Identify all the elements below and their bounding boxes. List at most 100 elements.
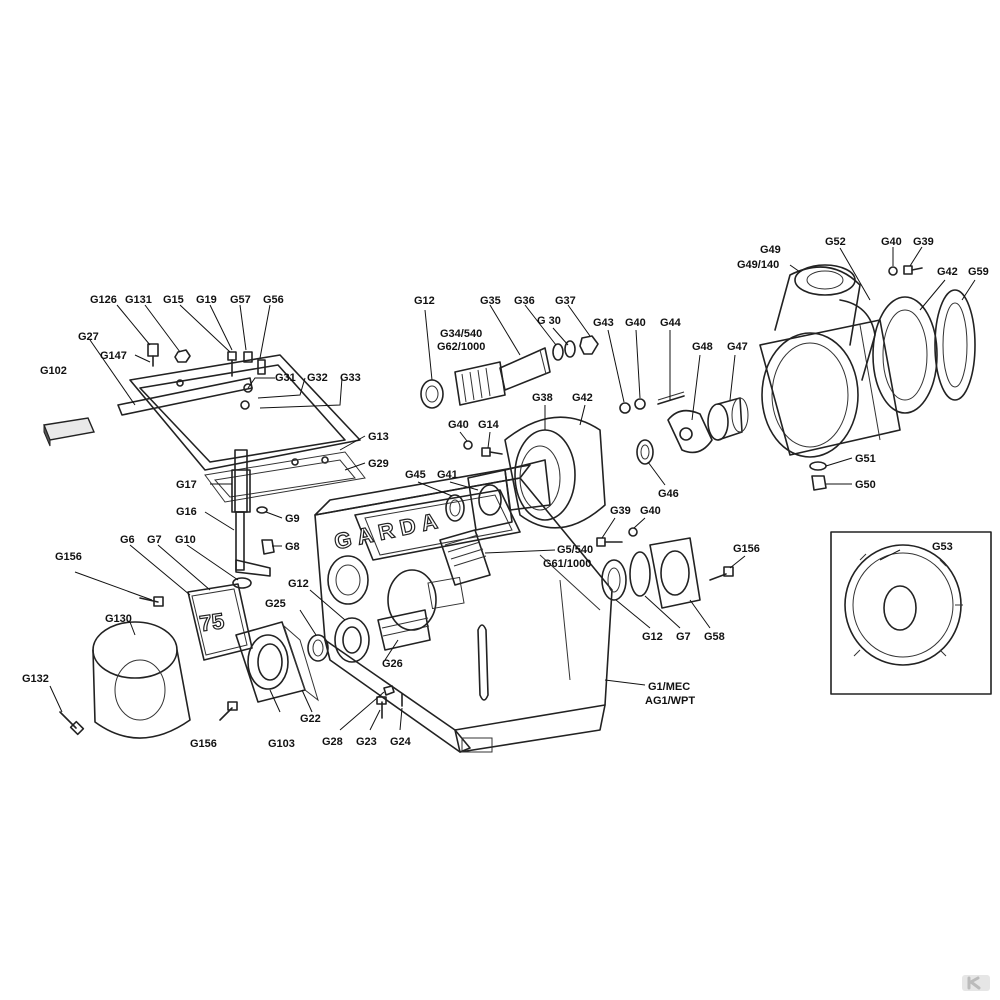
part-g17-shaft <box>231 449 271 577</box>
part-g40-washer-mid <box>634 398 646 410</box>
label-g42-mid: G42 <box>572 392 593 404</box>
label-g6: G6 <box>120 534 135 546</box>
part-g59-end-cover <box>934 289 976 401</box>
label-g39-top: G39 <box>913 236 934 248</box>
part-g8-pin <box>261 539 275 555</box>
part-g35-pinion-shaft <box>454 347 551 406</box>
part-g131-nut <box>174 349 191 363</box>
label-g57: G57 <box>230 294 251 306</box>
part-g12-bearing-right <box>601 559 627 601</box>
label-g38: G38 <box>532 392 553 404</box>
label-g132: G132 <box>22 673 49 685</box>
part-g12-bearing-top <box>420 379 444 409</box>
label-g30: G 30 <box>537 315 561 327</box>
part-g102-block <box>43 417 95 447</box>
label-g51: G51 <box>855 453 876 465</box>
label-g49: G49 <box>760 244 781 256</box>
part-g47-coupling <box>707 397 749 441</box>
part-g50-plug <box>811 475 827 491</box>
label-g50: G50 <box>855 479 876 491</box>
part-g6-cover-plate: 75 <box>187 583 253 661</box>
part-g27-lever <box>117 377 253 416</box>
label-g147: G147 <box>100 350 127 362</box>
label-g44: G44 <box>660 317 682 329</box>
label-g33: G33 <box>340 372 361 384</box>
part-g126-bolt <box>147 343 159 367</box>
label-g23: G23 <box>356 736 377 748</box>
label-g8: G8 <box>285 541 300 553</box>
label-g40-mid: G40 <box>625 317 646 329</box>
label-g59: G59 <box>968 266 989 278</box>
label-g12-left: G12 <box>288 578 309 590</box>
label-g39-right: G39 <box>610 505 631 517</box>
label-g42-right: G42 <box>937 266 958 278</box>
label-g45: G45 <box>405 469 426 481</box>
label-g12-top: G12 <box>414 295 435 307</box>
part-g132-screw <box>59 711 85 736</box>
label-g26: G26 <box>382 658 403 670</box>
label-g47: G47 <box>727 341 748 353</box>
part-g103-flange <box>235 621 319 703</box>
label-g10: G10 <box>175 534 196 546</box>
part-g25-seal <box>307 634 329 662</box>
part-g52-lobe <box>839 299 876 381</box>
label-g28: G28 <box>322 736 343 748</box>
label-g40-right: G40 <box>640 505 661 517</box>
label-g5-540: G5/540 <box>557 544 593 556</box>
part-g156-screw-left <box>139 596 164 607</box>
label-g34-540: G34/540 <box>440 328 482 340</box>
label-g9: G9 <box>285 513 300 525</box>
label-g37: G37 <box>555 295 576 307</box>
label-g36: G36 <box>514 295 535 307</box>
label-g62-1000: G62/1000 <box>437 341 485 353</box>
part-g29-gasket <box>204 451 366 503</box>
label-g24: G24 <box>390 736 412 748</box>
label-g126: G126 <box>90 294 117 306</box>
label-g15: G15 <box>163 294 184 306</box>
label-g58: G58 <box>704 631 725 643</box>
inset-box-g53 <box>830 531 992 695</box>
part-g40-washer-right <box>628 527 638 537</box>
label-g40-top: G40 <box>881 236 902 248</box>
part-g40-g14-fasteners <box>463 440 503 457</box>
label-g29: G29 <box>368 458 389 470</box>
label-g130: G130 <box>105 613 132 625</box>
part-labels: G126 G131 G15 G19 G57 G56 G27 G147 G102 … <box>22 236 989 750</box>
part-g42-cover-right <box>872 296 938 414</box>
part-g26-splined-shaft <box>377 609 431 651</box>
label-g53: G53 <box>932 541 953 553</box>
part-g156-screw-right <box>709 566 734 581</box>
part-g7-ring-right <box>629 551 651 597</box>
label-g14: G14 <box>478 419 500 431</box>
part-g39-screw <box>596 537 623 547</box>
label-g13: G13 <box>368 431 389 443</box>
part-g12-bearing-left <box>334 617 370 663</box>
part-g156-screw-bottom <box>219 701 238 721</box>
label-g19: G19 <box>196 294 217 306</box>
label-g43: G43 <box>593 317 614 329</box>
plate-number-text: 75 <box>198 608 226 636</box>
label-g61-1000: G61/1000 <box>543 558 591 570</box>
label-g103: G103 <box>268 738 295 750</box>
label-g156-bottom: G156 <box>190 738 217 750</box>
label-g56: G56 <box>263 294 284 306</box>
label-g52: G52 <box>825 236 846 248</box>
part-g48-coupling-plate <box>667 409 713 454</box>
label-g41: G41 <box>437 469 458 481</box>
part-g46-ring <box>636 439 654 465</box>
label-g27: G27 <box>78 331 99 343</box>
part-g36-g30-g37-hardware <box>552 335 599 361</box>
part-g15-g19-bolts <box>227 351 266 393</box>
label-g31: G31 <box>275 372 296 384</box>
label-g40-left: G40 <box>448 419 469 431</box>
part-g49-pump-housing <box>759 264 901 458</box>
part-g40-g39-hardware-top <box>888 265 923 276</box>
label-g46: G46 <box>658 488 679 500</box>
label-g7-right: G7 <box>676 631 691 643</box>
kramp-k-logo-icon <box>962 975 990 991</box>
leader-lines <box>49 246 976 731</box>
label-ag1-wpt: AG1/WPT <box>645 695 695 707</box>
label-g131: G131 <box>125 294 152 306</box>
part-g130-guard <box>92 621 191 739</box>
